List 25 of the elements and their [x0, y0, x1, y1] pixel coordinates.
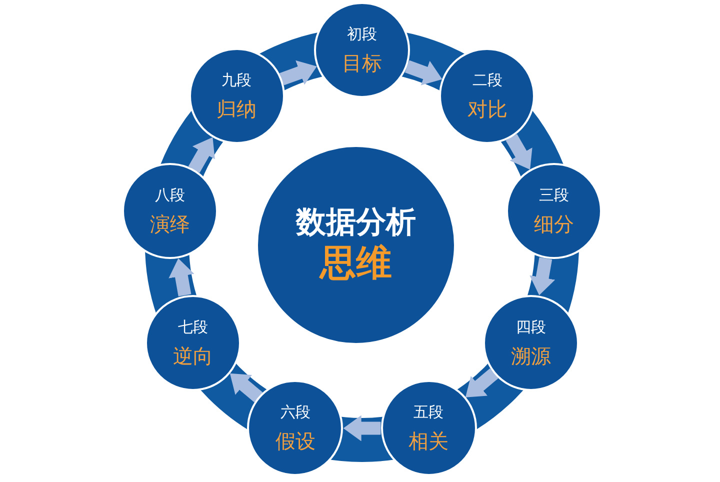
center-subtitle: 思维 — [320, 242, 392, 286]
stage-number: 七段 — [178, 316, 208, 336]
arrow — [530, 257, 556, 296]
stage-number: 九段 — [222, 70, 252, 90]
stage-name: 目标 — [342, 50, 382, 76]
stage-name: 相关 — [408, 428, 449, 454]
stage-name: 对比 — [467, 96, 508, 122]
arrow — [280, 60, 320, 86]
stage-number: 八段 — [154, 185, 185, 206]
stage-number: 四段 — [516, 316, 546, 336]
stage-number: 三段 — [539, 185, 570, 206]
stage-number: 五段 — [414, 402, 444, 422]
stage-number: 二段 — [472, 70, 502, 90]
stage-name: 归纳 — [216, 96, 257, 122]
stage-name: 逆向 — [173, 342, 214, 368]
arrow — [404, 60, 444, 86]
stage-name: 演绎 — [150, 211, 190, 238]
stage-number: 六段 — [280, 402, 310, 422]
stage-name: 假设 — [275, 428, 316, 454]
stage-name: 细分 — [534, 211, 574, 238]
stage-name: 溯源 — [510, 342, 551, 368]
arrow — [343, 415, 381, 442]
arrow — [168, 257, 194, 296]
center-title: 数据分析 — [296, 204, 416, 242]
stage-number: 初段 — [347, 24, 377, 44]
